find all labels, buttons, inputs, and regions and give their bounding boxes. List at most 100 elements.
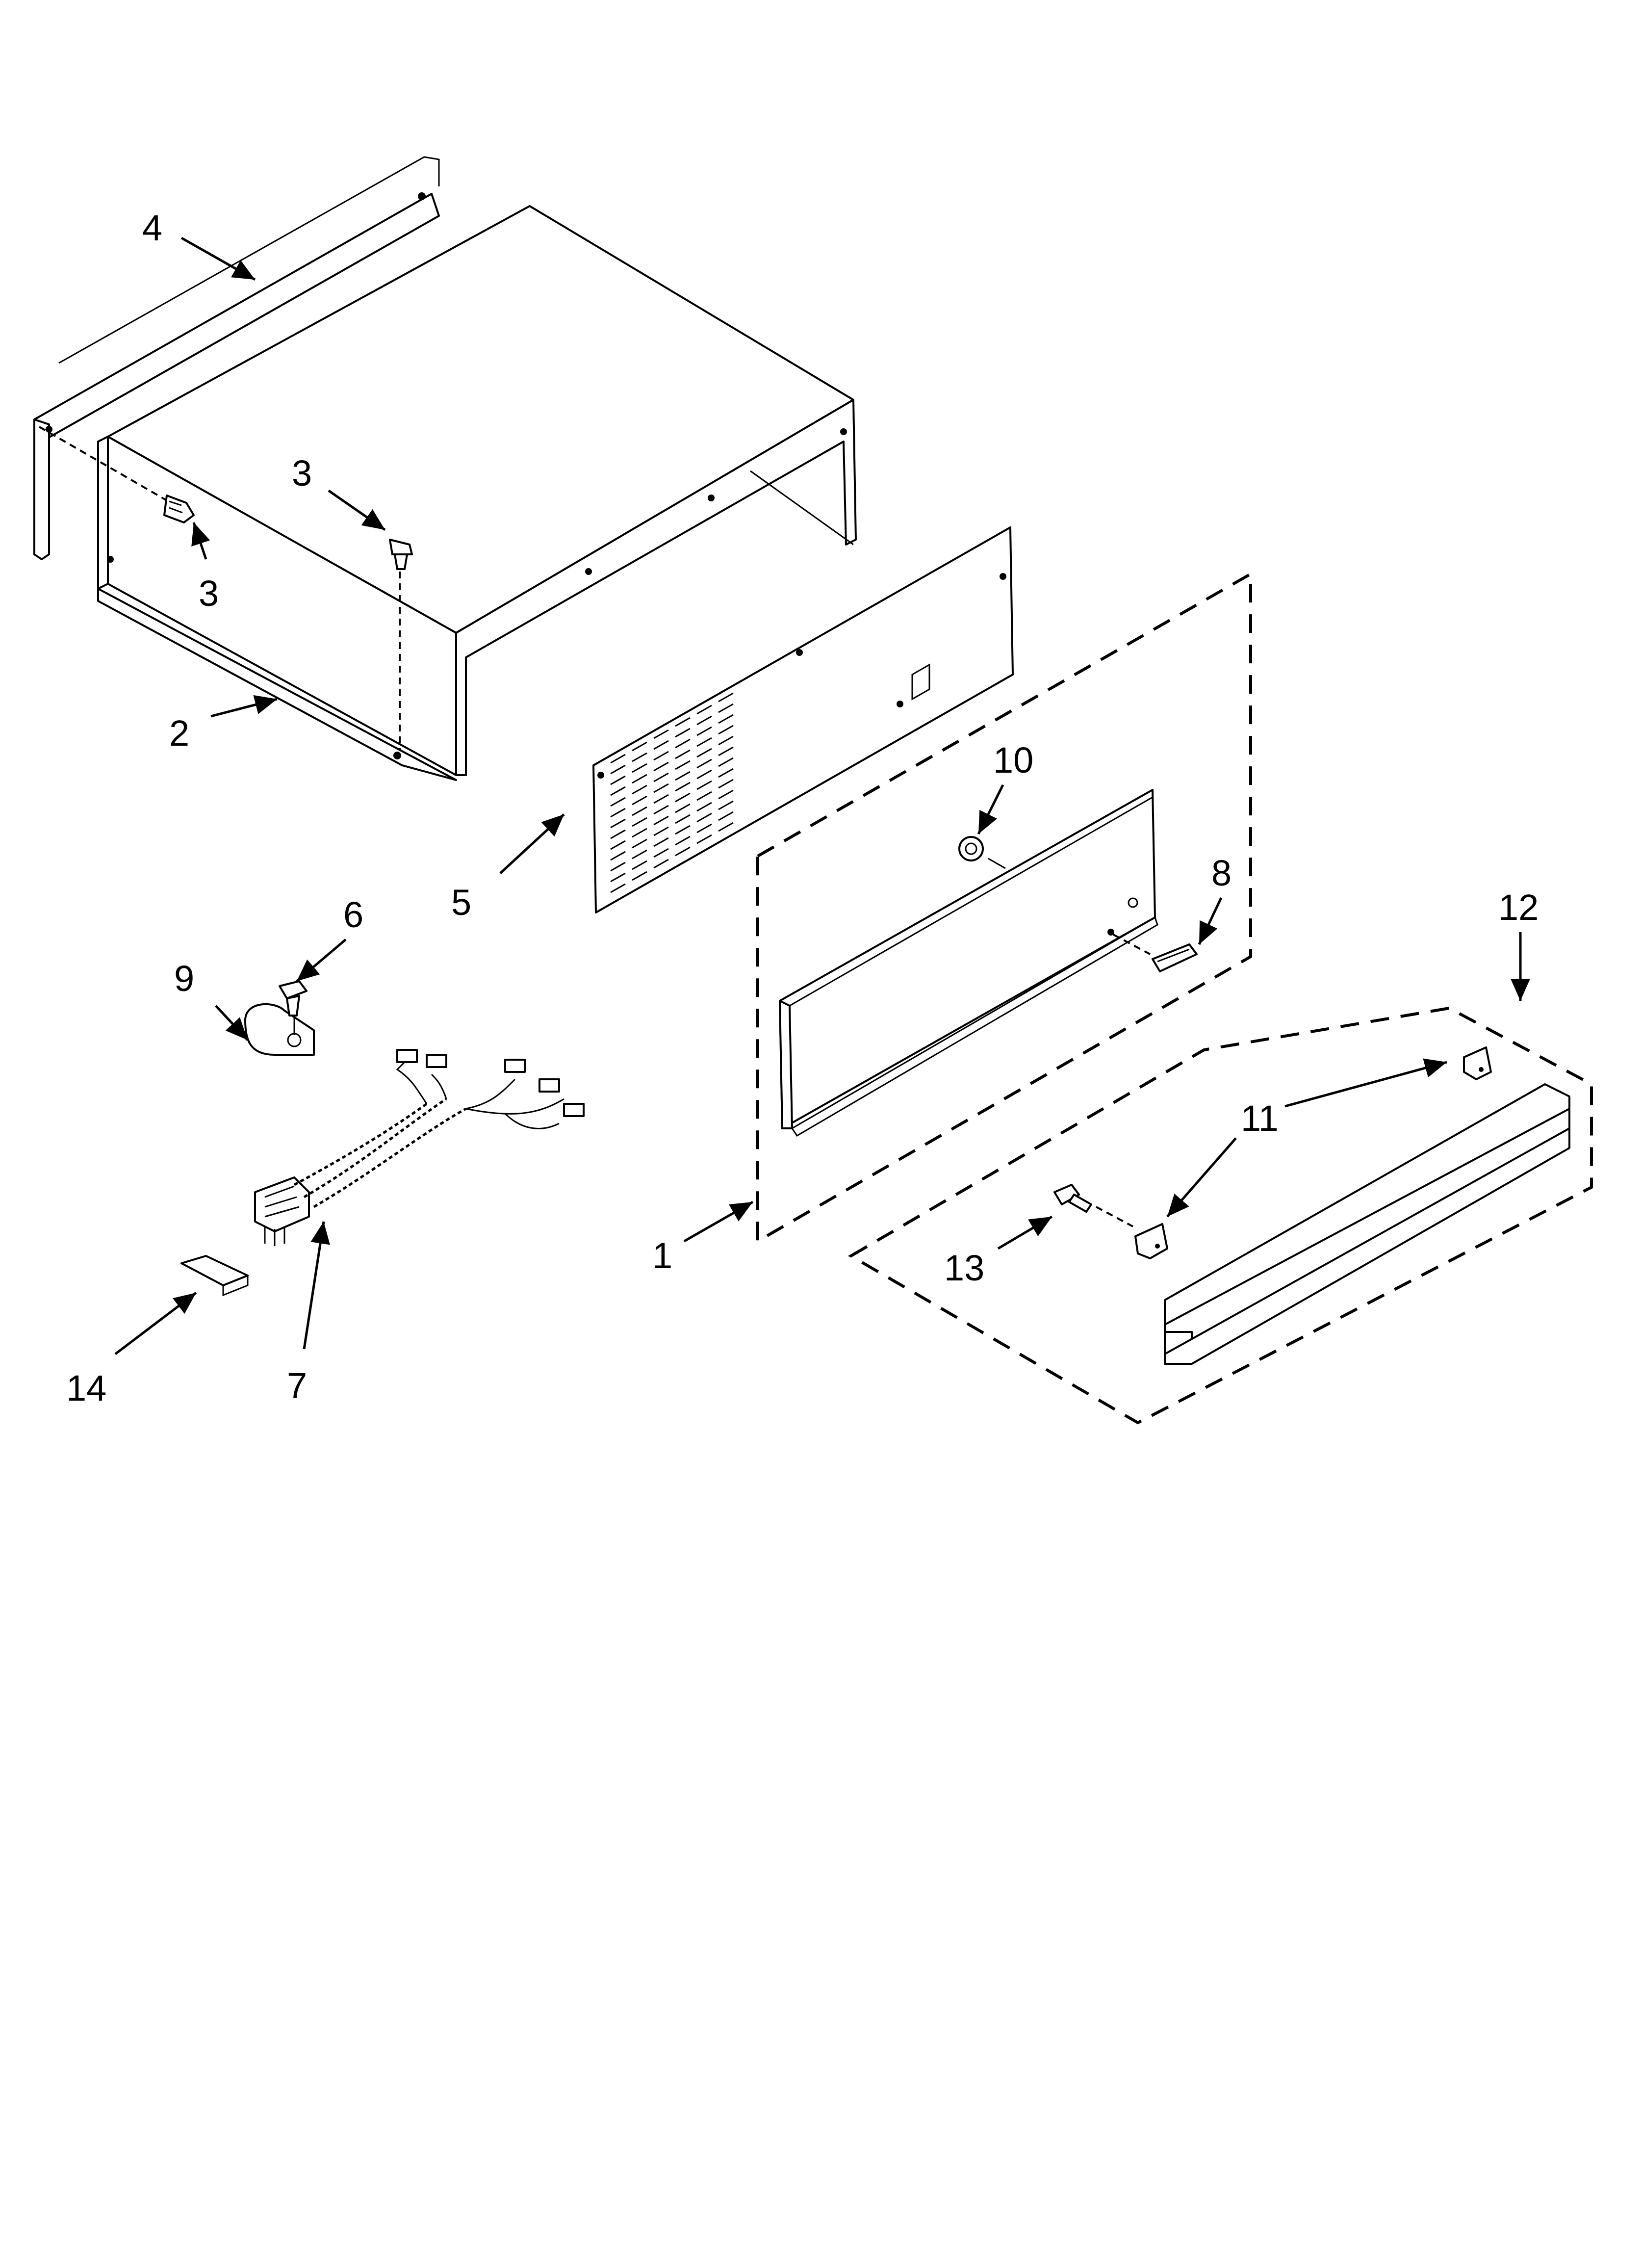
vent-slot <box>632 774 647 784</box>
vent-slot <box>675 749 691 759</box>
vent-slot <box>675 792 691 803</box>
vent-slot <box>653 740 669 750</box>
vent-slot <box>632 849 647 860</box>
bracket-part-11-lower <box>1096 1206 1168 1259</box>
callout-1: 1 <box>652 1235 672 1276</box>
callout-6: 6 <box>343 894 363 935</box>
bracket-part-11-upper <box>1463 1046 1492 1080</box>
vent-slot <box>718 789 734 800</box>
vent-slot <box>653 826 669 836</box>
connector-part-14 <box>180 1255 249 1297</box>
callout-5: 5 <box>451 882 471 923</box>
vent-slot <box>696 769 712 780</box>
vent-slot <box>696 737 712 747</box>
vent-slot <box>632 795 647 806</box>
vent-slot <box>675 814 691 824</box>
vent-slot <box>610 872 626 883</box>
vent-slot <box>696 791 712 801</box>
callout-8: 8 <box>1211 853 1232 893</box>
vent-slot <box>653 815 669 826</box>
vented-panel-part-5 <box>592 526 1014 913</box>
vent-slot <box>632 838 647 849</box>
vent-slot <box>696 812 712 823</box>
vent-slot <box>718 714 734 724</box>
vent-slot <box>610 840 626 850</box>
callout-2: 2 <box>169 713 189 754</box>
vent-slot <box>610 786 626 796</box>
vent-slot <box>675 771 691 781</box>
screw-part-13 <box>1053 1184 1092 1213</box>
callout-12: 12 <box>1498 887 1539 928</box>
callout-3-top: 3 <box>292 453 312 494</box>
vent-slot <box>653 761 669 772</box>
vent-slot <box>675 803 691 813</box>
screw-part-3-side <box>39 426 195 523</box>
vent-slot <box>610 808 626 818</box>
callout-14: 14 <box>66 1368 106 1408</box>
vent-slot <box>632 784 647 795</box>
vent-slot <box>675 760 691 770</box>
kit-1-boundary <box>756 571 1252 1244</box>
callout-labels: 1 2 3 3 4 5 6 7 8 9 10 11 12 13 14 <box>66 208 1539 1408</box>
vent-slot <box>610 797 626 807</box>
callout-9: 9 <box>174 958 194 999</box>
callout-10: 10 <box>993 740 1033 781</box>
vent-slot <box>696 715 712 726</box>
vent-slot <box>653 848 669 858</box>
vent-slot <box>632 741 647 752</box>
vent-slot <box>610 861 626 872</box>
vent-slot <box>653 805 669 815</box>
vent-slot <box>718 768 734 778</box>
kick-plate <box>779 789 1158 1137</box>
vent-slot <box>696 726 712 736</box>
vent-slot <box>632 860 647 870</box>
vent-slot <box>632 828 647 838</box>
vent-slot <box>610 818 626 829</box>
callout-4: 4 <box>142 208 162 248</box>
nut-part-10 <box>958 836 1006 869</box>
callout-7: 7 <box>287 1365 307 1406</box>
wire-harness-part-7 <box>254 1049 585 1246</box>
vent-slot <box>632 763 647 773</box>
vent-slot <box>718 703 734 713</box>
vent-slot <box>653 783 669 793</box>
vent-slot <box>610 754 626 764</box>
vent-slot <box>718 735 734 746</box>
vent-slot <box>610 829 626 839</box>
vent-slot <box>675 782 691 792</box>
vent-slot <box>718 725 734 735</box>
vent-slot <box>653 751 669 761</box>
vent-slot <box>718 746 734 756</box>
vent-slot <box>610 851 626 861</box>
vent-slot <box>675 825 691 835</box>
vent-slot <box>696 704 712 715</box>
vent-slot <box>718 800 734 810</box>
vent-slot <box>675 728 691 738</box>
callout-3-side: 3 <box>199 573 219 614</box>
screw-part-6 <box>279 980 308 1035</box>
vent-slot <box>653 837 669 847</box>
vent-slot <box>610 764 626 775</box>
vent-slot <box>696 758 712 769</box>
vent-slot <box>675 717 691 727</box>
vent-slot <box>653 729 669 739</box>
vent-slot <box>610 883 626 893</box>
vent-slot <box>675 835 691 846</box>
vent-slot <box>653 794 669 804</box>
rear-rail-part-4 <box>33 156 440 560</box>
vent-slot <box>696 802 712 812</box>
leader-lines <box>114 236 1530 1355</box>
vent-slot <box>718 757 734 767</box>
vent-slot <box>675 846 691 857</box>
vent-slot <box>632 806 647 816</box>
cabinet-shell-part-2 <box>97 205 857 781</box>
vent-slot <box>696 780 712 790</box>
vent-slot <box>718 779 734 789</box>
vent-slot <box>696 748 712 758</box>
callout-11: 11 <box>1241 1098 1279 1139</box>
vent-slot <box>718 822 734 832</box>
vent-slot <box>632 871 647 881</box>
trim-bars <box>1164 1083 1570 1365</box>
vent-slot <box>632 752 647 762</box>
vent-slot <box>610 775 626 785</box>
